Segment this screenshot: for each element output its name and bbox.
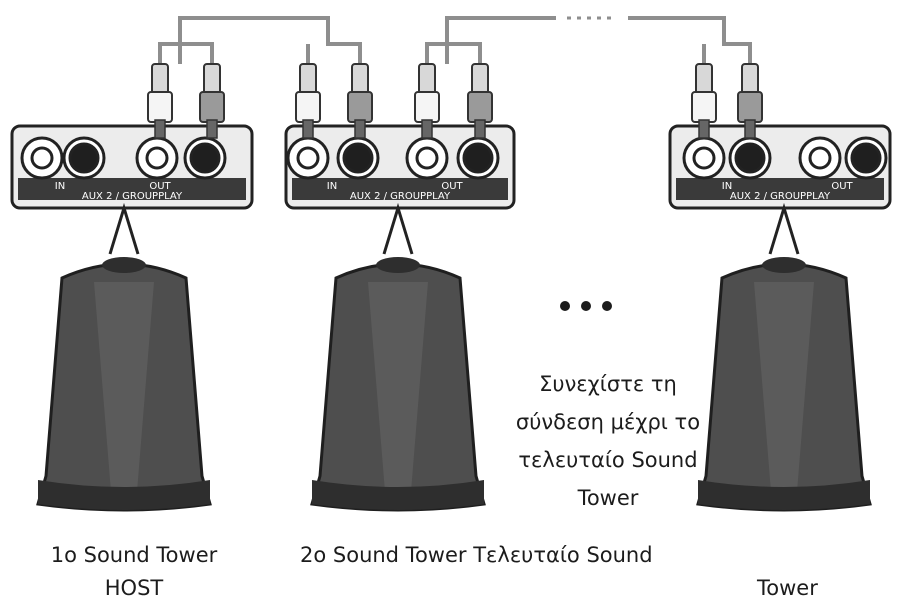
- tower-base: [312, 480, 484, 510]
- plug-tip: [354, 119, 366, 139]
- sound-tower: [36, 202, 212, 512]
- cable-outer: [628, 16, 752, 64]
- tower-1-role-label: HOST: [104, 576, 164, 600]
- panel-label-strip: [18, 178, 246, 200]
- plug-tip: [744, 119, 756, 139]
- panel-out-label: OUT: [441, 181, 463, 192]
- note-line: σύνδεση μέχρι το: [515, 410, 701, 434]
- tower-top-button: [102, 257, 146, 273]
- panel-out-label: OUT: [831, 181, 853, 192]
- panel-label-strip: [292, 178, 508, 200]
- jack-inner: [850, 142, 882, 174]
- rca-plug: [691, 63, 717, 139]
- plug-grip: [203, 63, 221, 95]
- cable-outer: [178, 16, 362, 64]
- jack-inner: [462, 142, 494, 174]
- tower-base: [698, 480, 870, 510]
- plug-tip: [698, 119, 710, 139]
- jack-inner: [808, 146, 832, 170]
- tower-link: [768, 202, 800, 255]
- plug-grip: [695, 63, 713, 95]
- plug-body: [199, 91, 225, 123]
- rear-panel: [10, 124, 254, 210]
- rear-panel: [284, 124, 516, 210]
- rca-plug: [347, 63, 373, 139]
- panel-in-label: IN: [55, 181, 65, 192]
- plug-grip: [471, 63, 489, 95]
- plug-body: [295, 91, 321, 123]
- panel-label-strip: [676, 178, 884, 200]
- jack-inner: [692, 146, 716, 170]
- rca-plug: [199, 63, 225, 139]
- cable-inner: [158, 42, 214, 64]
- rca-plug: [147, 63, 173, 139]
- cable-outer: [445, 16, 556, 64]
- last-tower-label-line1: Τελευταίο Sound: [473, 543, 653, 567]
- continuation-dots: [560, 301, 612, 311]
- plug-tip: [206, 119, 218, 139]
- tower-top-button: [762, 257, 806, 273]
- tower-link: [108, 202, 140, 255]
- tower-link: [382, 202, 414, 255]
- tower-2-label: 2o Sound Tower: [300, 543, 467, 567]
- plug-grip: [351, 63, 369, 95]
- note-line: Συνεχίστε τη: [539, 372, 677, 396]
- plug-tip: [154, 119, 166, 139]
- sound-tower: [310, 202, 486, 512]
- plug-grip: [741, 63, 759, 95]
- jack-inner: [296, 146, 320, 170]
- tower-highlight: [754, 282, 814, 504]
- panel-in-label: IN: [327, 181, 337, 192]
- rear-panel: [668, 124, 892, 210]
- rca-plug: [467, 63, 493, 139]
- note-line: τελευταίο Sound: [518, 448, 698, 472]
- jack-inner: [189, 142, 221, 174]
- plug-tip: [302, 119, 314, 139]
- tower-top-button: [376, 257, 420, 273]
- cable-inner: [425, 42, 482, 64]
- jack-inner: [342, 142, 374, 174]
- panel-out-label: OUT: [149, 181, 171, 192]
- rca-plug: [737, 63, 763, 139]
- panel-aux-label: AUX 2 / GROUPPLAY: [82, 191, 183, 202]
- sound-tower: [696, 202, 872, 512]
- note-line: Tower: [577, 486, 639, 510]
- plug-body: [467, 91, 493, 123]
- plug-body: [737, 91, 763, 123]
- last-tower-label-line2: Tower: [757, 576, 818, 600]
- continue-note: Συνεχίστε τη σύνδεση μέχρι το τελευταίο …: [478, 365, 738, 517]
- plug-body: [147, 91, 173, 123]
- plug-body: [691, 91, 717, 123]
- rca-plugs: [147, 63, 763, 139]
- tower-highlight: [368, 282, 428, 504]
- tower-highlight: [94, 282, 154, 504]
- sound-towers: [36, 202, 872, 512]
- tower-base: [38, 480, 210, 510]
- tower-1-label: 1o Sound Tower: [50, 543, 218, 567]
- panel-in-label: IN: [722, 181, 732, 192]
- plug-tip: [421, 119, 433, 139]
- rca-plug: [414, 63, 440, 139]
- plug-body: [414, 91, 440, 123]
- plug-grip: [418, 63, 436, 95]
- interconnect-cables: [158, 16, 752, 64]
- plug-grip: [151, 63, 169, 95]
- tower-2-and-last-label: 2o Sound Tower Τελευταίο Sound: [300, 542, 653, 568]
- jack-inner: [734, 142, 766, 174]
- plug-grip: [299, 63, 317, 95]
- plug-tip: [474, 119, 486, 139]
- rca-plug: [295, 63, 321, 139]
- panel-aux-label: AUX 2 / GROUPPLAY: [730, 191, 831, 202]
- panel-aux-label: AUX 2 / GROUPPLAY: [350, 191, 451, 202]
- jack-inner: [30, 146, 54, 170]
- plug-body: [347, 91, 373, 123]
- jack-inner: [68, 142, 100, 174]
- jack-inner: [145, 146, 169, 170]
- jack-inner: [415, 146, 439, 170]
